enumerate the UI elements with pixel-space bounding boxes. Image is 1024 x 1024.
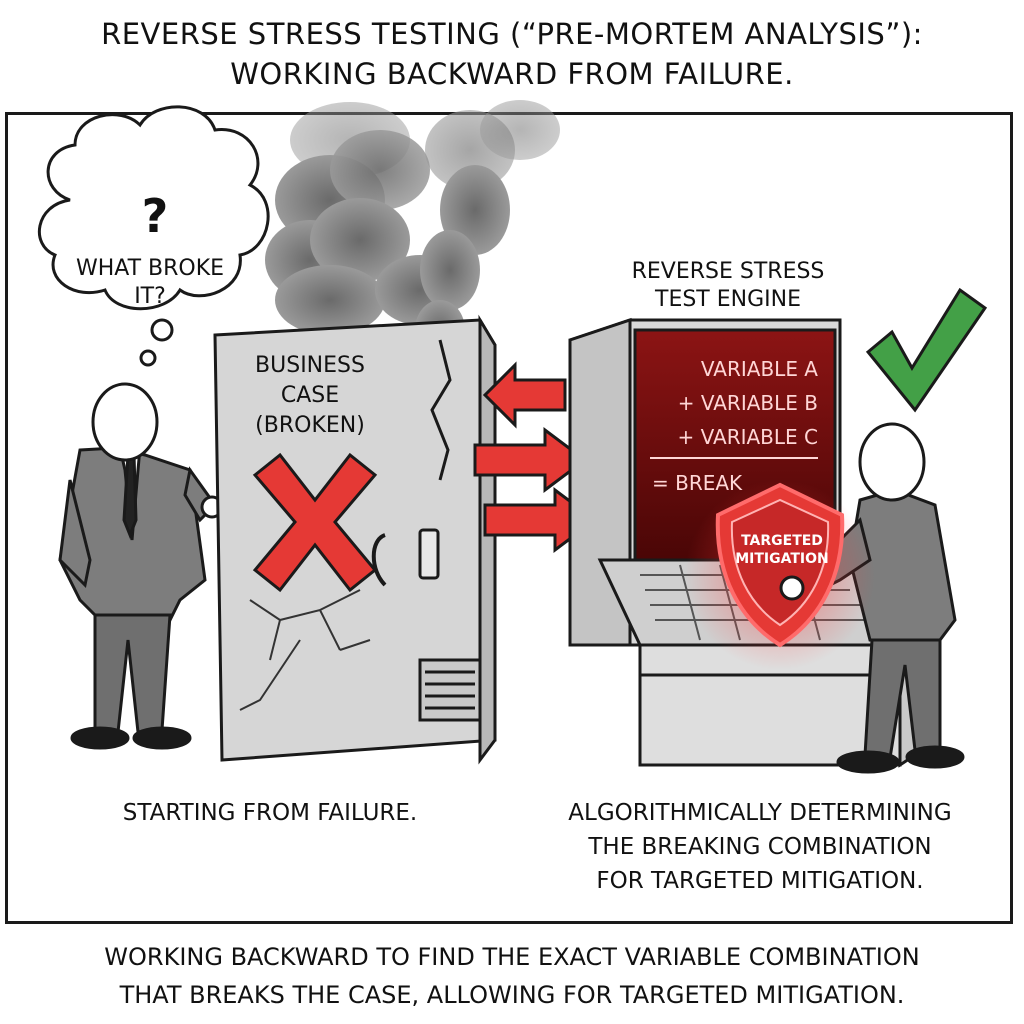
cabinet-line-3: (BROKEN) (255, 413, 365, 438)
cabinet-line-1: BUSINESS (255, 353, 365, 378)
footer-line-2: THAT BREAKS THE CASE, ALLOWING FOR TARGE… (119, 981, 905, 1009)
left-person (58, 382, 224, 750)
screen-line-4: = BREAK (652, 471, 743, 495)
page-title: REVERSE STRESS TESTING (“PRE-MORTEM ANAL… (0, 14, 1024, 94)
red-x-icon (252, 452, 378, 593)
right-hand (779, 575, 805, 601)
title-line-2: WORKING BACKWARD FROM FAILURE. (230, 57, 794, 91)
caption-right-line-1: ALGORITHMICALLY DETERMINING (568, 800, 952, 826)
engine-label-line-2: TEST ENGINE (654, 287, 801, 312)
caption-right-line-3: FOR TARGETED MITIGATION. (596, 868, 924, 894)
screen-line-2: + VARIABLE B (678, 391, 818, 415)
right-person (787, 422, 965, 774)
caption-right-line-2: THE BREAKING COMBINATION (588, 834, 932, 860)
screen-line-3: + VARIABLE C (678, 425, 819, 449)
cabinet-line-2: CASE (281, 383, 339, 408)
arrow-icon (473, 361, 598, 553)
screen-line-1: VARIABLE A (701, 357, 818, 381)
smoke-icon (265, 100, 560, 360)
title-line-1: REVERSE STRESS TESTING (“PRE-MORTEM ANAL… (101, 17, 923, 51)
business-case-cabinet (213, 314, 497, 765)
footer-line-1: WORKING BACKWARD TO FIND THE EXACT VARIA… (104, 943, 920, 971)
shield-line-2: MITIGATION (735, 551, 829, 567)
thought-bubble-icon (38, 105, 270, 367)
footer-caption: WORKING BACKWARD TO FIND THE EXACT VARIA… (0, 938, 1024, 1014)
check-mark-icon (865, 287, 988, 413)
bubble-line-2: IT? (134, 284, 166, 309)
engine-label-line-1: REVERSE STRESS (632, 259, 825, 284)
shield-line-1: TARGETED (741, 533, 823, 549)
caption-right: ALGORITHMICALLY DETERMINING THE BREAKING… (500, 796, 1020, 898)
caption-left: STARTING FROM FAILURE. (122, 800, 418, 826)
question-mark: ? (142, 189, 169, 243)
shield-icon (685, 480, 875, 670)
bubble-line-1: WHAT BROKE (76, 256, 224, 281)
